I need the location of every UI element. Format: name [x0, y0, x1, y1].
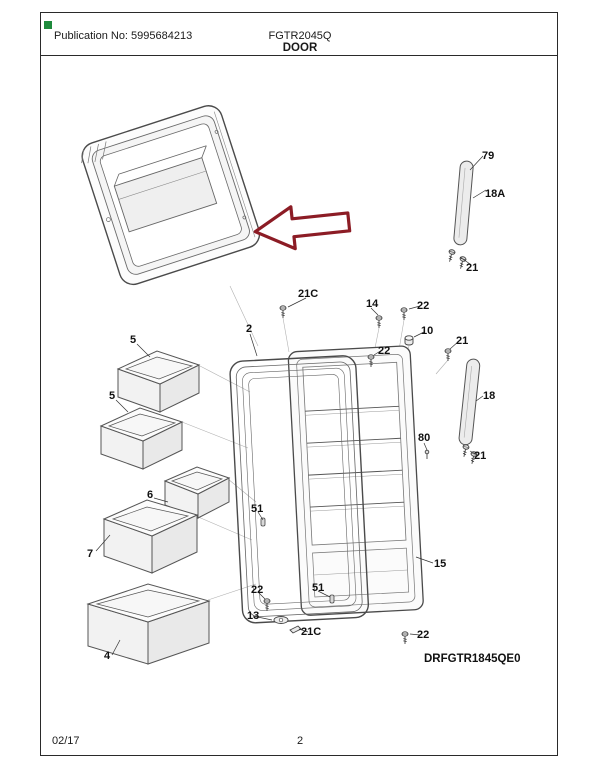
hinge-bearing-13: [273, 616, 289, 624]
model-number: FGTR2045Q: [268, 30, 332, 42]
header-divider: [41, 55, 558, 56]
screw-21-center: [444, 348, 452, 362]
door-bin-5-upper: [116, 350, 201, 413]
part-label-15: 15: [434, 558, 446, 570]
footer-date: 02/17: [52, 735, 80, 747]
door-bin-7: [102, 499, 199, 574]
part-label-14: 14: [366, 298, 379, 310]
part-label-21-top: 21: [466, 262, 478, 274]
part-label-21-mid: 21: [456, 335, 468, 347]
part-label-5-lower: 5: [109, 390, 115, 402]
part-label-80: 80: [418, 432, 430, 444]
page-border: [40, 12, 558, 756]
part-label-5-upper: 5: [130, 334, 136, 346]
clip-21c-bottom: [289, 625, 302, 634]
part-label-21-lower: 21: [474, 450, 486, 462]
pin-80: [424, 449, 430, 460]
door-bin-5-lower: [99, 407, 184, 470]
section-title: DOOR: [282, 42, 318, 54]
clip-51-upper: [260, 517, 266, 527]
door-bin-6: [163, 466, 231, 519]
part-label-22-bottom-right: 22: [417, 629, 429, 641]
door-shelf-4: [86, 583, 211, 665]
part-label-51-upper: 51: [251, 503, 263, 515]
freezer-door-handle: [453, 160, 474, 246]
part-label-22-bottom-left: 22: [251, 584, 263, 596]
part-label-13: 13: [247, 610, 259, 622]
drawing-code: DRFGTR1845QE0: [424, 653, 521, 665]
selection-arrow: [253, 205, 352, 251]
part-label-21c-bottom: 21C: [301, 626, 321, 638]
door-gasket: [229, 355, 370, 624]
part-labels: 79 18A 21 21C 14 22 10 22 21 2 5 5 6 7 4…: [87, 150, 505, 662]
part-label-2: 2: [246, 323, 252, 335]
screw-14: [375, 315, 383, 329]
hatch-lines: [81, 141, 107, 164]
freezer-door-assembly: [81, 105, 261, 286]
screw-22-bottom-right: [401, 631, 409, 645]
part-label-51-lower: 51: [312, 582, 324, 594]
leader-lines: [95, 155, 487, 656]
screw-21-mid-a: [460, 443, 470, 458]
footer-page-number: 2: [296, 735, 304, 747]
part-label-21c-top: 21C: [298, 288, 318, 300]
part-label-10: 10: [421, 325, 433, 337]
clip-51-lower: [329, 594, 335, 604]
screw-22-bottom-left: [263, 598, 271, 612]
part-label-22-mid: 22: [378, 345, 390, 357]
annotation-marker: [44, 21, 52, 29]
part-label-7: 7: [87, 548, 93, 560]
screw-22-top: [400, 307, 408, 321]
publication-number: Publication No: 5995684213: [54, 30, 193, 42]
screw-21-top-a: [446, 248, 456, 263]
screw-21c-top: [279, 305, 287, 319]
grommet-10: [404, 335, 414, 346]
part-label-79: 79: [482, 150, 494, 162]
part-label-4: 4: [104, 650, 111, 662]
fridge-door-handle: [458, 358, 481, 446]
part-label-18a: 18A: [485, 188, 505, 200]
part-label-6: 6: [147, 489, 153, 501]
part-label-18: 18: [483, 390, 495, 402]
part-label-22-top: 22: [417, 300, 429, 312]
